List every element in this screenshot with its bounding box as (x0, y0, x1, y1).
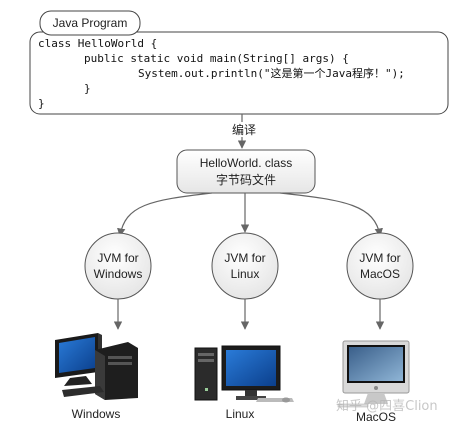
linux-label: Linux (226, 407, 255, 421)
code-line-1: class HelloWorld { (38, 37, 157, 50)
jvm-macos-node (346, 232, 414, 300)
java-program-label: Java Program (53, 16, 128, 30)
class-file-box (176, 149, 316, 194)
jvm-macos-label-1: JVM for (359, 251, 400, 265)
linux-computer-icon (194, 345, 294, 403)
code-line-4: } (84, 82, 91, 95)
compile-label-bg (226, 122, 260, 137)
jvm-linux-label-1: JVM for (224, 251, 265, 265)
compile-label: 编译 (232, 122, 256, 137)
macos-label: MacOS (356, 410, 396, 424)
arrow-to-jvm-macos (279, 192, 383, 237)
windows-label: Windows (72, 407, 121, 421)
mac-computer-icon (337, 340, 410, 408)
jvm-macos-label-2: MacOS (360, 267, 400, 281)
jvm-windows-node (84, 232, 152, 300)
watermark: 知乎 @四喜Clion (336, 398, 438, 414)
jvm-linux-node (211, 232, 279, 300)
jvm-windows-label-1: JVM for (97, 251, 138, 265)
code-line-3: System.out.println("这是第一个Java程序！"); (138, 66, 405, 80)
java-program-tab (39, 10, 141, 36)
code-line-2: public static void main(String[] args) { (84, 52, 349, 65)
class-file-line-2: 字节码文件 (216, 172, 276, 187)
windows-computer-icon (55, 333, 138, 400)
code-line-5: } (38, 97, 45, 110)
jvm-linux-label-2: Linux (231, 267, 260, 281)
source-code-box (29, 31, 449, 115)
class-file-line-1: HelloWorld. class (200, 156, 292, 170)
arrow-to-jvm-windows (117, 192, 213, 237)
jvm-windows-label-2: Windows (94, 267, 143, 281)
